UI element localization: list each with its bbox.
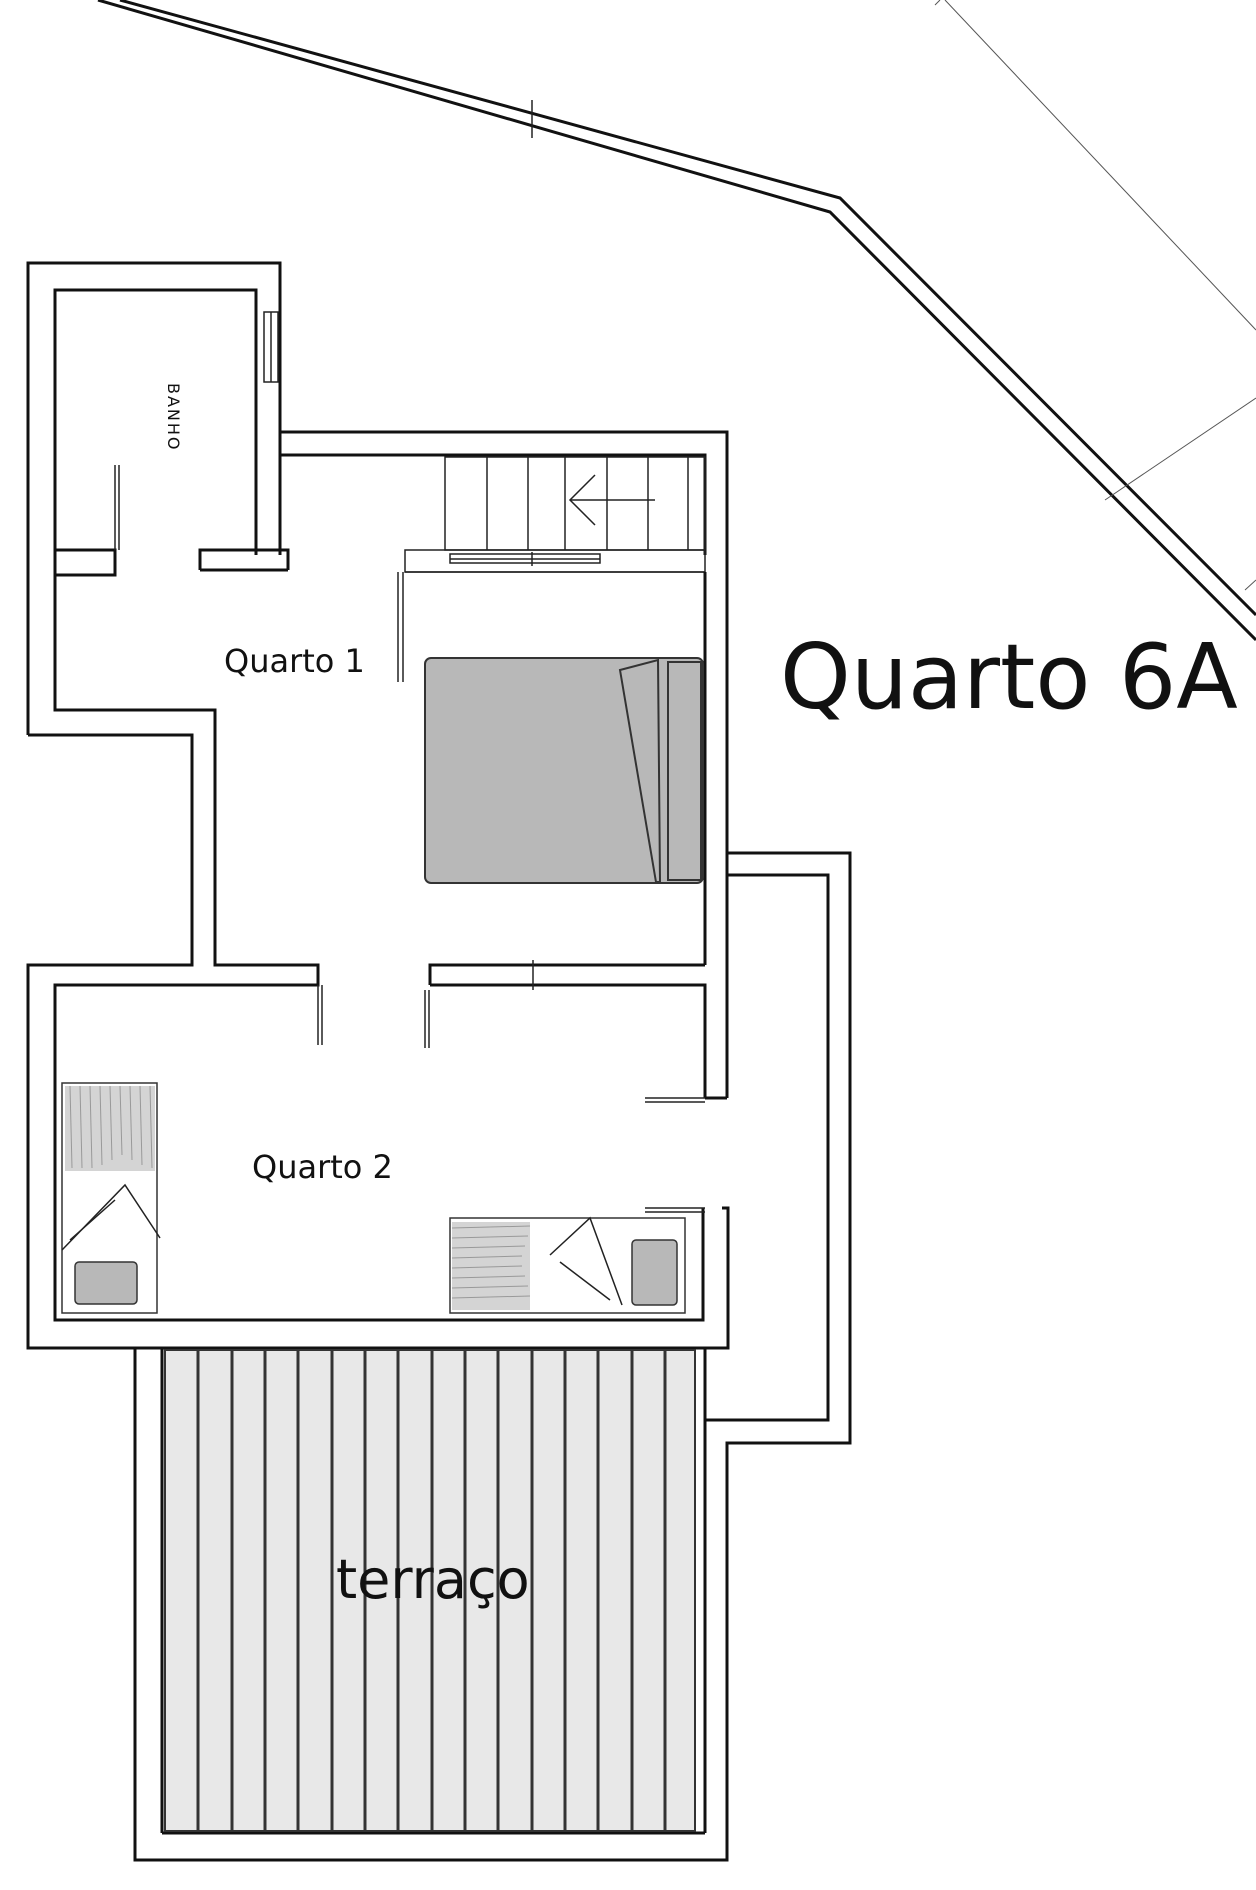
site-boundary (97, 0, 1256, 642)
double-bed (424, 657, 704, 884)
room-label-quarto-1: Quarto 1 (224, 642, 365, 680)
plan-title: Quarto 6A (780, 625, 1238, 730)
single-bed-left (61, 1082, 161, 1314)
building-walls (26, 261, 852, 1862)
single-bed-right (449, 1216, 686, 1314)
room-label-quarto-2: Quarto 2 (252, 1148, 393, 1186)
terrace-floor (164, 1349, 696, 1832)
staircase (444, 456, 706, 551)
room-label-terrace: terraço (336, 1548, 530, 1611)
room-label-bathroom: BANHO (164, 383, 183, 452)
